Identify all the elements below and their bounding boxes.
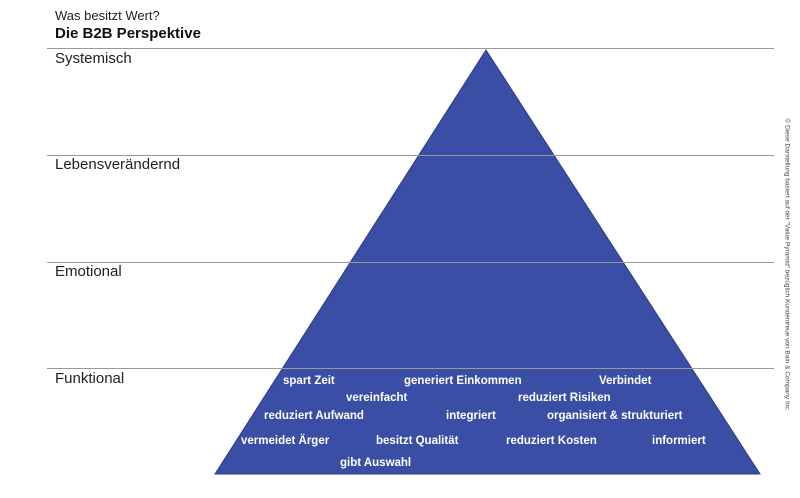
- item-informiert: informiert: [652, 435, 706, 447]
- header-kicker: Was besitzt Wert?: [55, 8, 160, 23]
- rule-emotional: [47, 262, 774, 263]
- credit-container: © Diese Darstellung basiert auf der "Val…: [781, 50, 793, 480]
- rule-funktional: [47, 368, 774, 369]
- level-label-funktional: Funktional: [55, 370, 125, 387]
- item-organisiert-strukturiert: organisiert & strukturiert: [547, 410, 683, 422]
- rule-systemisch: [47, 48, 774, 49]
- level-label-lebensveraendernd: Lebensverändernd: [55, 156, 181, 173]
- credit-text: © Diese Darstellung basiert auf der "Val…: [783, 118, 791, 412]
- item-vereinfacht: vereinfacht: [346, 392, 408, 404]
- item-gibt-auswahl: gibt Auswahl: [340, 457, 412, 469]
- rule-lebensveraendernd: [47, 155, 774, 156]
- item-verbindet: Verbindet: [599, 375, 652, 387]
- item-reduziert-risiken: reduziert Risiken: [518, 392, 611, 404]
- page-title: Die B2B Perspektive: [55, 25, 201, 42]
- item-vermeidet-aerger: vermeidet Ärger: [241, 435, 330, 447]
- item-besitzt-qualitaet: besitzt Qualität: [376, 435, 459, 447]
- item-reduziert-aufwand: reduziert Aufwand: [264, 410, 364, 422]
- item-generiert-einkommen: generiert Einkommen: [404, 375, 522, 387]
- level-label-systemisch: Systemisch: [55, 50, 132, 67]
- item-integriert: integriert: [446, 410, 496, 422]
- level-label-emotional: Emotional: [55, 263, 122, 280]
- item-reduziert-kosten: reduziert Kosten: [506, 435, 597, 447]
- item-spart-zeit: spart Zeit: [283, 375, 335, 387]
